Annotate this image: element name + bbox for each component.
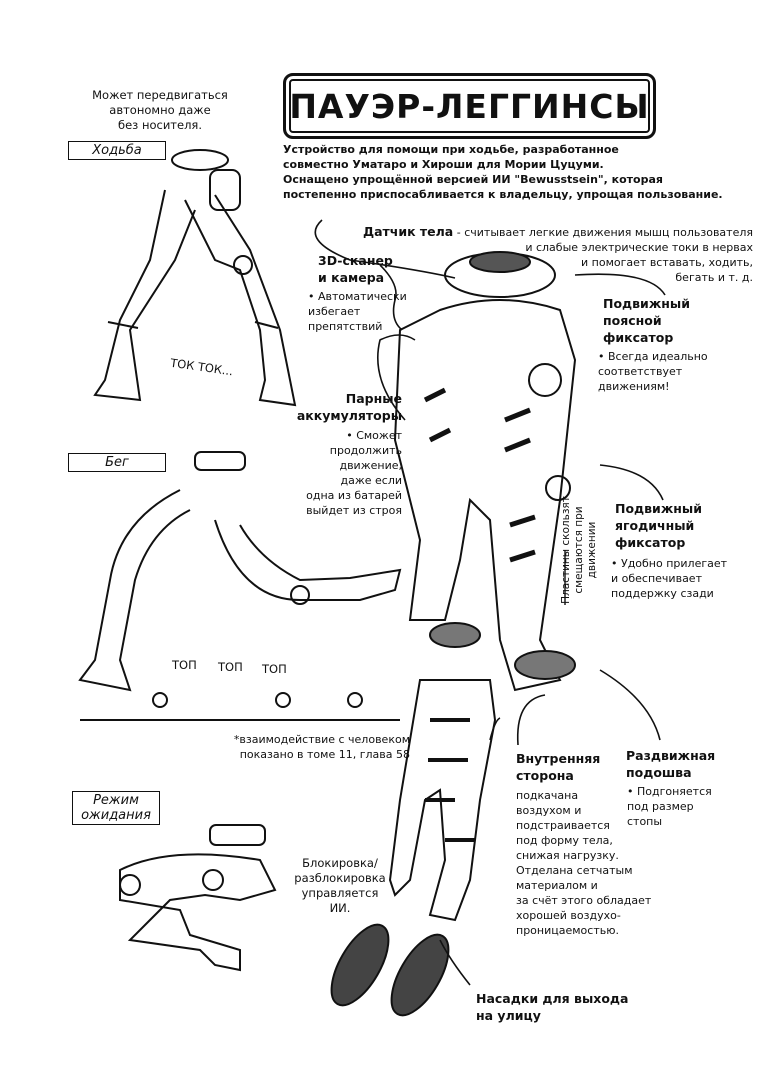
waist-fixator-text: • Всегда идеально соответствует движения…	[598, 350, 708, 393]
body-sensor-title: Датчик тела	[362, 224, 454, 239]
standby-leggings-illustration	[119, 824, 277, 972]
body-sensor-text: - считывает легкие движения мышц пользов…	[456, 226, 753, 284]
body-sensor-callout: Датчик тела - считывает легкие движения …	[338, 208, 753, 285]
mode-run-label: Бег	[68, 453, 166, 472]
batteries-title: Парные аккумуляторы	[296, 391, 402, 423]
glute-fixator-text: • Удобно прилегает и обеспечивает поддер…	[611, 557, 728, 600]
running-leggings-illustration	[78, 451, 402, 721]
footnote: *взаимодействие с человеком показано в т…	[233, 733, 410, 761]
sole-text: • Подгоняется под размер стопы	[627, 785, 712, 828]
inner-side-title: Внутренняя сторона	[516, 751, 601, 783]
mode-walk-label: Ходьба	[68, 141, 166, 160]
glute-fixator-title: Подвижный ягодичный фиксатор	[615, 501, 702, 550]
inner-side-text: подкачана воздухом и подстраивается под …	[516, 789, 652, 937]
batteries-text: • Сможет продолжить движение, даже если …	[306, 429, 402, 517]
sole-title: Раздвижная подошва	[626, 748, 716, 780]
lock-note: Блокировка/ разблокировка управляется ИИ…	[294, 856, 386, 915]
page-title: ПАУЭР-ЛЕГГИНСЫ	[283, 73, 656, 139]
sfx-top-1: ТОП	[172, 658, 197, 672]
intro-text: Устройство для помощи при ходьбе, разраб…	[283, 143, 723, 201]
outdoor-attachments-label: Насадки для выхода на улицу	[476, 991, 629, 1023]
plates-note: Пластины скользят смещаются при движении	[560, 496, 598, 604]
sfx-top-2: ТОП	[218, 660, 243, 674]
scanner-text: • Автоматически избегает препятствий	[308, 290, 407, 333]
main-leggings-illustration	[393, 251, 577, 692]
outdoor-attachments-illustration	[330, 923, 450, 1017]
sfx-top-3: ТОП	[262, 662, 287, 676]
inner-side-illustration	[388, 679, 497, 922]
mode-standby-label: Режим ожидания	[72, 791, 160, 825]
scanner-title: 3D-сканер и камера	[318, 253, 393, 285]
callout-arrows	[314, 219, 666, 986]
walking-leggings-illustration	[93, 149, 297, 407]
waist-fixator-title: Подвижный поясной фиксатор	[603, 296, 690, 345]
autonomous-note: Может передвигаться автономно даже без н…	[92, 88, 228, 132]
